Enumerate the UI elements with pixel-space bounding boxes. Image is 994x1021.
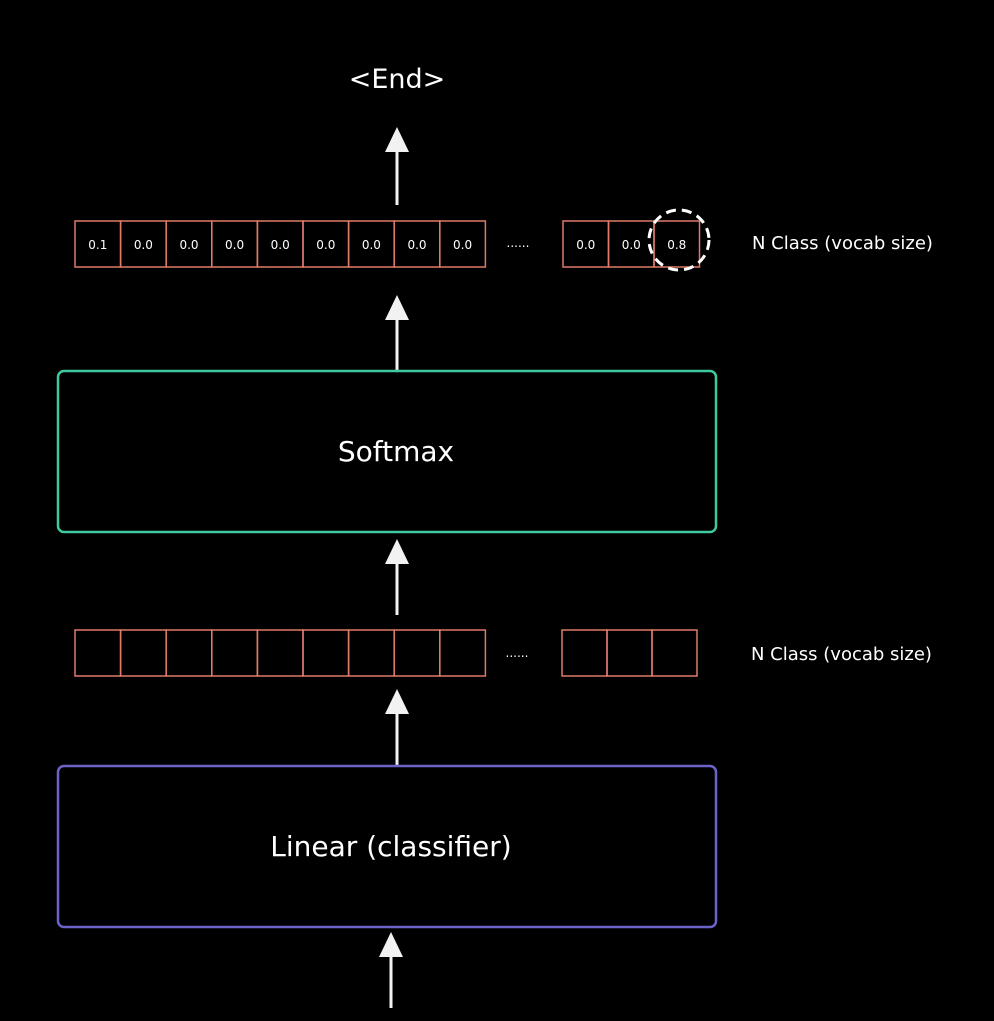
probability-cell xyxy=(653,220,701,268)
logit-cell xyxy=(256,629,304,677)
logit-cell xyxy=(119,629,167,677)
probability-value: 0.0 xyxy=(134,238,153,252)
logit-cell xyxy=(561,629,608,677)
highlight-circle xyxy=(647,208,711,272)
probability-cells-right: 0.0 0.0 0.8 xyxy=(562,220,701,268)
arrow-to-end-token xyxy=(385,127,409,205)
probability-value: 0.8 xyxy=(667,238,686,252)
arrow-softmax-to-probabilities xyxy=(385,295,409,370)
logit-cell xyxy=(211,629,259,677)
arrow-logits-to-softmax xyxy=(385,539,409,615)
probability-value: 0.0 xyxy=(453,238,472,252)
logit-cell xyxy=(651,629,698,677)
probability-value: 0.0 xyxy=(225,238,244,252)
logit-cell xyxy=(347,629,395,677)
softmax-box xyxy=(56,369,718,534)
linear-classifier-box xyxy=(56,764,718,929)
probability-value: 0.1 xyxy=(88,238,107,252)
logit-cell xyxy=(439,629,487,677)
probability-value: 0.0 xyxy=(316,238,335,252)
logit-row-label: N Class (vocab size) xyxy=(751,644,932,665)
logit-cell xyxy=(302,629,350,677)
end-token-label: <End> xyxy=(349,64,446,95)
probability-value: 0.0 xyxy=(179,238,198,252)
logit-cell xyxy=(74,629,122,677)
probability-value: 0.0 xyxy=(407,238,426,252)
probability-row-ellipsis: ...... xyxy=(507,236,530,250)
logit-cell xyxy=(165,629,213,677)
arrow-input-to-linear xyxy=(379,932,403,1008)
probability-cell xyxy=(439,220,487,268)
probability-value: 0.0 xyxy=(576,238,595,252)
logit-cell xyxy=(393,629,441,677)
linear-classifier-label: Linear (classifier) xyxy=(270,830,511,863)
probability-cells-left: 0.1 0.0 0.0 0.0 0.0 0.0 0.0 0.0 0.0 xyxy=(74,220,487,268)
probability-value: 0.0 xyxy=(622,238,641,252)
probability-row-label: N Class (vocab size) xyxy=(752,233,933,254)
logit-cell xyxy=(606,629,653,677)
probability-value: 0.0 xyxy=(271,238,290,252)
logit-cells-left xyxy=(74,629,487,677)
probability-value: 0.0 xyxy=(362,238,381,252)
logit-row-ellipsis: ...... xyxy=(506,646,529,660)
arrow-linear-to-logits xyxy=(385,689,409,765)
logit-cells-right xyxy=(561,629,698,677)
softmax-label: Softmax xyxy=(338,435,454,468)
